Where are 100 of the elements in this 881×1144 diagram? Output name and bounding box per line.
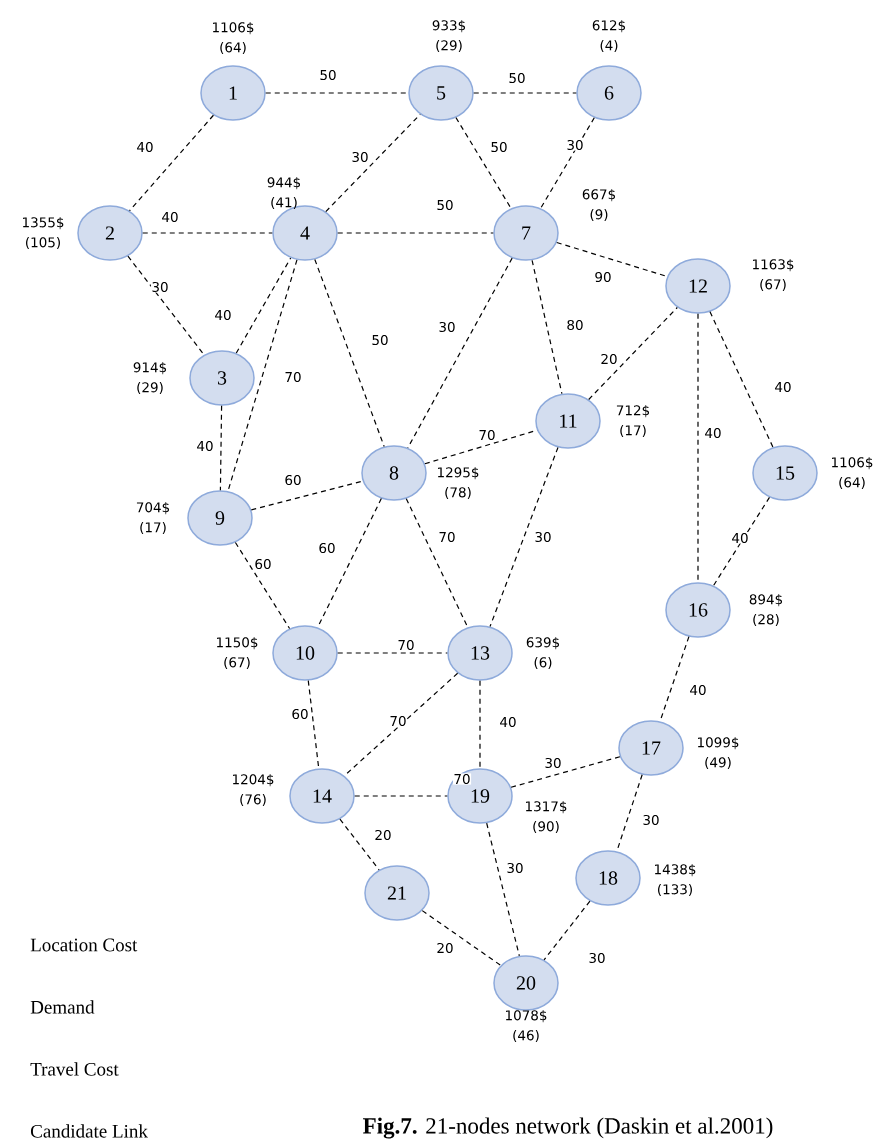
network-node: 20 [493, 955, 559, 1011]
link-line [339, 818, 380, 871]
network-node: 8 [361, 445, 427, 501]
link-line [543, 900, 591, 961]
edge-label: 50 [509, 72, 525, 84]
network-node: 5 [408, 65, 474, 121]
edge-label: 40 [137, 141, 153, 153]
cost-demand-label: 1163$ (67) [753, 259, 794, 291]
link-line [540, 117, 595, 209]
link-line [405, 498, 469, 628]
cost-demand-label: 914$ (29) [133, 362, 167, 394]
edge-label: 60 [319, 542, 335, 554]
network-node: 15 [752, 445, 818, 501]
cost-demand-label: 1078$ (46) [506, 1009, 547, 1042]
figure-caption: Fig.7. 21-nodes network (Daskin et al.2001) [363, 1117, 773, 1139]
edge-label: 50 [437, 199, 453, 211]
link-line [235, 257, 292, 354]
network-node: 12 [665, 258, 731, 314]
link-line [337, 232, 494, 234]
link-line [479, 680, 481, 769]
cost-demand-label: 639$ (6) [526, 637, 560, 669]
edge-label: 70 [439, 531, 455, 543]
link-line [128, 114, 215, 212]
link-line [314, 258, 385, 448]
network-node: 21 [364, 865, 430, 921]
legend-text: Demand [30, 1000, 95, 1014]
edge-label: 40 [162, 211, 178, 223]
cost-demand-label: 1106$ (64) [832, 457, 873, 489]
link-line [709, 311, 774, 448]
edge-label: 70 [398, 639, 414, 651]
cost-demand-label: 1295$ (78) [438, 467, 479, 499]
network-node: 3 [189, 350, 255, 406]
edge-label: 60 [255, 558, 271, 570]
link-line [354, 795, 448, 797]
edge-label: 50 [491, 141, 507, 153]
cost-demand-label: 1355$ (105) [23, 217, 64, 249]
legend-text: Location Cost [30, 938, 138, 952]
link-line [486, 822, 520, 957]
edge-label: 90 [595, 271, 611, 283]
network-node: 14 [289, 768, 355, 824]
cost-demand-label: 1106$ (64) [213, 22, 254, 54]
network-node: 9 [187, 490, 253, 546]
link-line [421, 910, 502, 966]
network-node: 2 [77, 205, 143, 261]
edge-label: 30 [643, 814, 659, 826]
cost-demand-label: 1317$ (90) [526, 800, 567, 833]
network-node: 10 [272, 625, 338, 681]
link-line [234, 541, 291, 630]
link-line [127, 255, 205, 356]
edge-label: 80 [567, 319, 583, 331]
legend-text: Candidate Link [31, 1124, 148, 1138]
link-line [337, 652, 448, 654]
edge-label: 30 [535, 531, 551, 543]
edge-label: 40 [197, 440, 213, 452]
edge-label: 20 [601, 353, 617, 365]
cost-demand-label: 1204$ (76) [233, 773, 274, 806]
cost-demand-label: 894$ (28) [749, 594, 783, 626]
network-node: 13 [447, 625, 513, 681]
network-node: 18 [575, 850, 641, 906]
edge-label: 60 [285, 474, 301, 486]
link-line [588, 306, 678, 401]
cost-demand-label: 1438$ (133) [655, 863, 696, 896]
network-node: 11 [535, 393, 601, 449]
edge-label: 40 [500, 716, 516, 728]
edge-label: 70 [390, 715, 406, 727]
link-line [407, 257, 513, 449]
edge-label: 30 [352, 151, 368, 163]
edge-label: 30 [567, 139, 583, 151]
link-line [510, 756, 621, 788]
edge-label: 40 [775, 381, 791, 393]
edge-label: 20 [375, 829, 391, 841]
link-line [142, 232, 273, 234]
link-line [489, 446, 559, 628]
edge-label: 30 [439, 321, 455, 333]
link-line [219, 405, 223, 491]
link-line [343, 672, 459, 777]
link-line [531, 259, 563, 395]
edge-label: 70 [454, 773, 470, 785]
link-line [455, 117, 512, 209]
edge-label: 40 [732, 532, 748, 544]
cost-demand-label: 704$ (17) [136, 502, 170, 534]
network-node: 17 [618, 720, 684, 776]
network-node: 7 [493, 205, 559, 261]
edge-label: 30 [545, 757, 561, 769]
edge-label: 30 [152, 281, 168, 293]
network-node: 1 [200, 65, 266, 121]
edge-label: 50 [320, 69, 336, 81]
cost-demand-label: 1099$ (49) [698, 737, 739, 769]
edge-label: 40 [215, 309, 231, 321]
link-line [325, 113, 421, 213]
edge-label: 30 [589, 952, 605, 964]
edge-label: 60 [292, 708, 308, 720]
cost-demand-label: 667$ (9) [582, 189, 616, 221]
cost-demand-label: 1150$ (67) [217, 637, 258, 669]
cost-demand-label: 712$ (17) [616, 405, 650, 437]
edge-label: 70 [285, 371, 301, 383]
link-line [712, 496, 771, 587]
cost-demand-label: 612$ (4) [592, 20, 626, 52]
legend-text: Travel Cost [30, 1062, 119, 1076]
cost-demand-label: 933$ (29) [432, 20, 466, 52]
